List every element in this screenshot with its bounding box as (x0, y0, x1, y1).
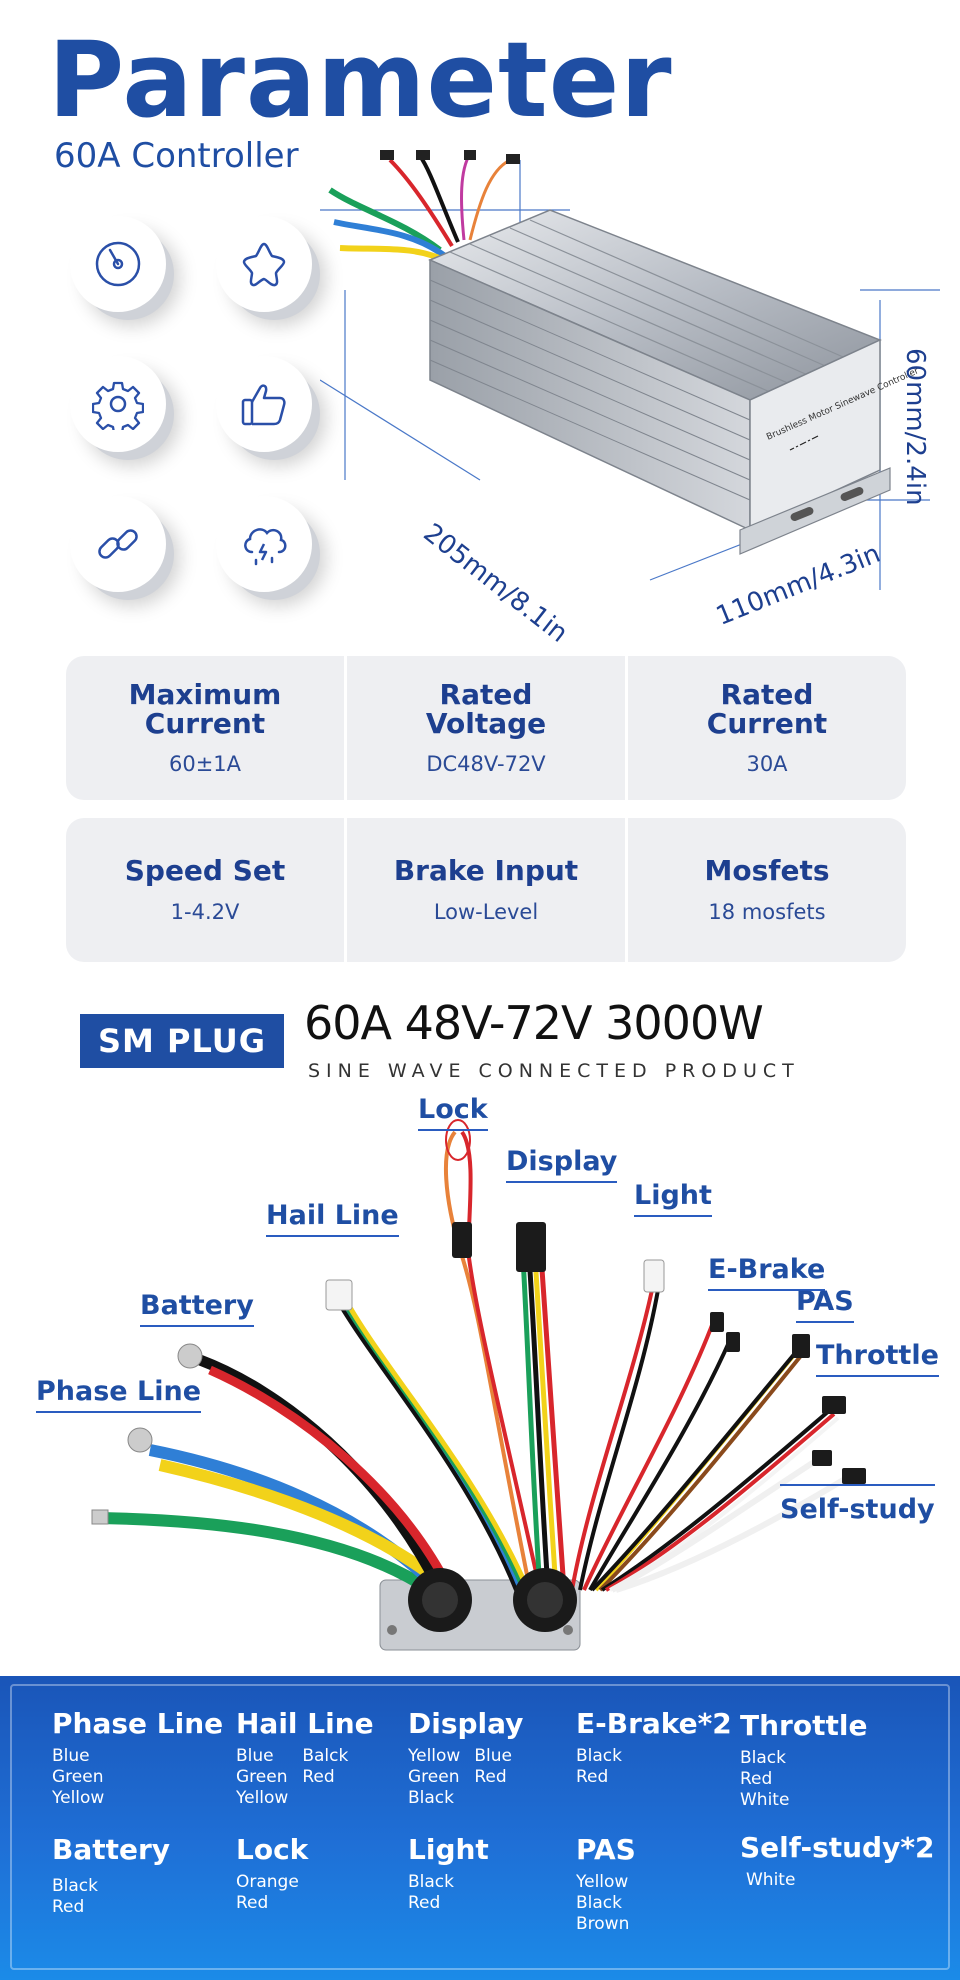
spec-rated-voltage: Rated Voltage DC48V-72V (347, 656, 628, 800)
spec-value: 60±1A (168, 752, 242, 777)
legend-color: White (740, 1790, 790, 1810)
legend-color: Black (576, 1893, 622, 1913)
spec-label: Brake Input (393, 854, 579, 888)
wire-color-legend: Phase Line Blue Green Yellow Hail Line B… (0, 1676, 960, 1980)
legend-color: Red (408, 1893, 441, 1913)
legend-color: Red (474, 1767, 507, 1787)
plug-title: 60A 48V-72V 3000W (304, 996, 764, 1050)
wiring-label-self-study: Self-study (780, 1484, 935, 1529)
legend-color: Orange (236, 1872, 299, 1892)
wiring-label-display: Display (506, 1146, 618, 1183)
wiring-label-hail-line: Hail Line (266, 1200, 399, 1237)
legend-pas: PAS Yellow Black Brown (576, 1836, 636, 1935)
wiring-label-pas: PAS (796, 1286, 854, 1323)
wiring-label-light: Light (634, 1180, 712, 1217)
dimension-height: 60mm/2.4in (900, 348, 930, 506)
legend-color: Blue (52, 1746, 90, 1766)
spec-row-2: Speed Set 1-4.2V Brake Input Low-Level M… (66, 818, 906, 962)
legend-color: Black (408, 1872, 454, 1892)
legend-color: Red (740, 1769, 773, 1789)
legend-color: Brown (576, 1914, 630, 1934)
legend-light: Light Black Red (408, 1836, 489, 1914)
wiring-label-battery: Battery (140, 1290, 254, 1327)
legend-color: Black (52, 1876, 98, 1896)
legend-color: Black (576, 1746, 622, 1766)
legend-display: Display Yellow Green Black Blue Red (408, 1710, 523, 1809)
legend-color: Red (52, 1897, 85, 1917)
wiring-label-phase-line: Phase Line (36, 1376, 202, 1413)
legend-color: Red (576, 1767, 609, 1787)
legend-color: Balck (302, 1746, 349, 1766)
legend-heading: Battery (52, 1833, 171, 1866)
wiring-diagram (91, 1119, 866, 1651)
legend-ebrake: E-Brake*2 Black Red (576, 1710, 732, 1788)
controller-illustration: Brushless Motor Sinewave Controller (320, 150, 940, 590)
legend-heading: E-Brake*2 (576, 1707, 732, 1740)
wiring-label-ebrake: E-Brake (708, 1254, 826, 1291)
spec-label: Speed Set (124, 854, 286, 888)
spec-row-1: Maximum Current 60±1A Rated Voltage DC48… (66, 656, 906, 800)
spec-brake-input: Brake Input Low-Level (347, 818, 628, 962)
legend-color: Yellow (236, 1788, 289, 1808)
legend-color: Blue (236, 1746, 274, 1766)
link-icon (70, 496, 166, 592)
spec-value: Low-Level (433, 899, 539, 924)
spec-label: Maximum Current (128, 677, 282, 740)
legend-heading: Light (408, 1833, 489, 1866)
spec-mosfets: Mosfets 18 mosfets (628, 818, 906, 962)
legend-throttle: Throttle Black Red White (740, 1712, 867, 1811)
legend-color: Blue (474, 1746, 512, 1766)
legend-self-study: Self-study*2 White (740, 1834, 934, 1891)
cloud-rain-icon (216, 496, 312, 592)
legend-color: Green (408, 1767, 460, 1787)
legend-battery: Battery Black Red (52, 1836, 170, 1918)
legend-color: Green (236, 1767, 288, 1787)
legend-phase-line: Phase Line Blue Green Yellow (52, 1710, 223, 1809)
legend-color: White (746, 1870, 796, 1890)
spec-label: Rated Voltage (425, 677, 547, 740)
page-title: Parameter (48, 19, 673, 141)
wiring-label-lock: Lock (418, 1094, 488, 1131)
legend-color: Red (236, 1893, 269, 1913)
thumbs-up-icon (216, 356, 312, 452)
page-subtitle: 60A Controller (54, 136, 299, 176)
legend-heading: Display (408, 1707, 524, 1740)
spec-value: DC48V-72V (426, 752, 546, 777)
legend-color: Yellow (576, 1872, 629, 1892)
star-icon (216, 216, 312, 312)
legend-color: Yellow (52, 1788, 105, 1808)
plug-badge: SM PLUG (80, 1014, 284, 1068)
legend-heading: PAS (576, 1833, 636, 1866)
legend-heading: Self-study*2 (740, 1831, 935, 1864)
spec-rated-current: Rated Current 30A (628, 656, 906, 800)
spec-value: 30A (746, 752, 788, 777)
legend-color: Black (740, 1748, 786, 1768)
spec-value: 1-4.2V (170, 899, 240, 924)
spec-label: Rated Current (706, 677, 828, 740)
plug-subtitle: SINE WAVE CONNECTED PRODUCT (308, 1060, 800, 1082)
legend-heading: Lock (236, 1833, 309, 1866)
spec-speed-set: Speed Set 1-4.2V (66, 818, 347, 962)
legend-heading: Throttle (740, 1709, 868, 1742)
spec-label: Mosfets (704, 854, 830, 888)
wiring-label-throttle: Throttle (816, 1340, 939, 1377)
speedometer-icon (70, 216, 166, 312)
spec-value: 18 mosfets (708, 899, 826, 924)
legend-color: Green (52, 1767, 104, 1787)
gear-icon (70, 356, 166, 452)
legend-heading: Hail Line (236, 1707, 374, 1740)
legend-frame (10, 1684, 950, 1970)
legend-color: Yellow (408, 1746, 461, 1766)
legend-lock: Lock Orange Red (236, 1836, 308, 1914)
legend-color: Red (302, 1767, 335, 1787)
legend-heading: Phase Line (52, 1707, 224, 1740)
spec-maximum-current: Maximum Current 60±1A (66, 656, 347, 800)
legend-hail-line: Hail Line Blue Green Yellow Balck Red (236, 1710, 374, 1809)
legend-color: Black (408, 1788, 454, 1808)
